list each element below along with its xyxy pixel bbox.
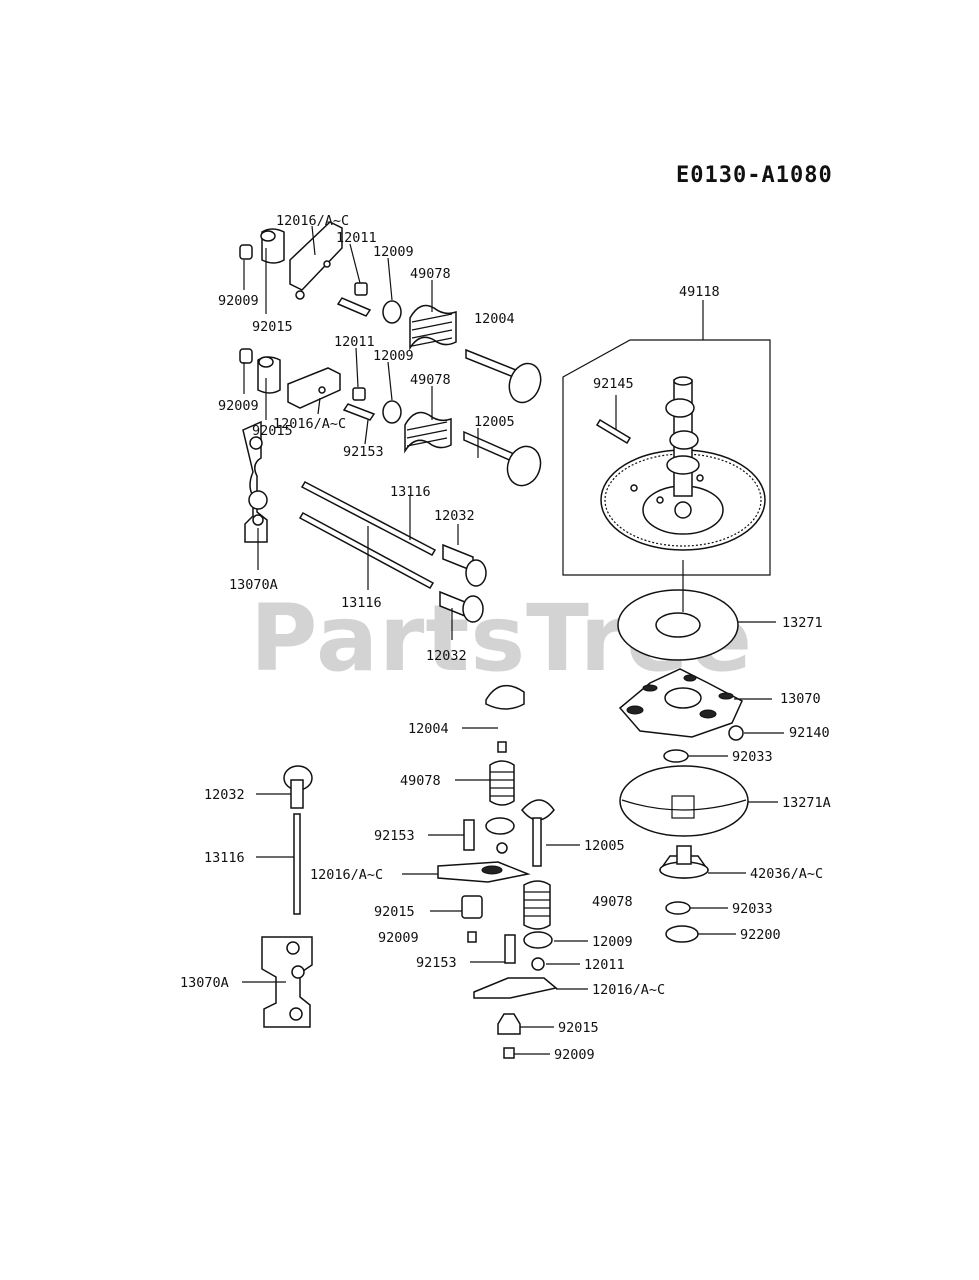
valve-12005-lower — [521, 799, 555, 867]
rocker-arm-12016-lower-b — [473, 977, 558, 999]
label-12011-low: 12011 — [584, 957, 625, 973]
label-49078-mid: 49078 — [410, 372, 451, 388]
rocker-stud-92153-lower-b — [504, 934, 516, 964]
intake-valve-upper — [463, 430, 542, 487]
pivot-12011-lower-a — [496, 842, 508, 854]
seal-12009-lower-a — [485, 817, 515, 835]
governor-gear-42036 — [658, 845, 710, 879]
label-92009-top: 92009 — [218, 293, 259, 309]
label-12016-mid: 12016/A~C — [273, 416, 346, 432]
rocker-stud-92153 — [463, 819, 475, 851]
label-92140: 92140 — [789, 725, 830, 741]
label-12032-left: 12032 — [204, 787, 245, 803]
tappet-left-12032 — [283, 765, 313, 809]
push-rod-left-13116 — [293, 813, 301, 915]
label-92145: 92145 — [593, 376, 634, 392]
label-13271A: 13271A — [782, 795, 831, 811]
valve-key — [497, 741, 507, 753]
breather-plate-lower — [261, 936, 313, 1028]
breather-plate-upper — [242, 420, 268, 543]
label-12009-low: 12009 — [592, 934, 633, 950]
label-12009-mid: 12009 — [373, 348, 414, 364]
adjust-nut-92015-lower-b — [497, 1013, 521, 1035]
label-13116-left: 13116 — [204, 850, 245, 866]
label-92200: 92200 — [740, 927, 781, 943]
label-13116-mid: 13116 — [341, 595, 382, 611]
camshaft-gear — [600, 449, 766, 551]
label-13070: 13070 — [780, 691, 821, 707]
push-rods-upper — [298, 481, 487, 623]
label-12032-top: 12032 — [434, 508, 475, 524]
camshaft — [665, 376, 700, 497]
label-12005-low: 12005 — [584, 838, 625, 854]
label-13271: 13271 — [782, 615, 823, 631]
valve-spring-lower — [489, 760, 515, 806]
label-12011-mid: 12011 — [334, 334, 375, 350]
valve-spring-middle — [404, 411, 452, 454]
circlip-92033-b — [665, 901, 691, 915]
label-12032-mid: 12032 — [426, 648, 467, 664]
diagram-code: E0130-A1080 — [676, 163, 833, 188]
label-49078-top: 49078 — [410, 266, 451, 282]
screw-92009-lower-a — [467, 931, 477, 943]
governor-cup-13271A — [619, 765, 749, 837]
label-92153-low2: 92153 — [416, 955, 457, 971]
screw-92009-lower-b — [503, 1047, 515, 1059]
label-92015-low: 92015 — [374, 904, 415, 920]
label-92009-low: 92009 — [378, 930, 419, 946]
valve-retainer-12004 — [485, 684, 525, 710]
label-92009-mid: 92009 — [218, 398, 259, 414]
exhaust-valve-upper — [465, 348, 542, 404]
label-92009-low2: 92009 — [554, 1047, 595, 1063]
circlip-92033-a — [663, 749, 689, 763]
part-labels: 12016/A~C 12011 12009 49078 92009 92015 … — [180, 213, 831, 1063]
label-49118: 49118 — [679, 284, 720, 300]
ball-92140 — [728, 725, 744, 741]
label-12004-low: 12004 — [408, 721, 449, 737]
label-12011-top: 12011 — [336, 230, 377, 246]
label-49078-low: 49078 — [400, 773, 441, 789]
label-12016-top: 12016/A~C — [276, 213, 349, 229]
pivot-12011-lower-b — [531, 957, 545, 971]
rocker-arm-12016-lower-a — [437, 861, 531, 883]
adjust-nut-92015-lower-a — [461, 895, 483, 919]
label-92015-top: 92015 — [252, 319, 293, 335]
label-92153-top: 92153 — [343, 444, 384, 460]
valve-spring-lower-2 — [523, 880, 551, 930]
valve-spring-upper — [409, 304, 457, 351]
label-13116-top: 13116 — [390, 484, 431, 500]
seal-12009-lower-b — [523, 931, 553, 949]
washer-13271 — [617, 589, 739, 661]
label-12004-top: 12004 — [474, 311, 515, 327]
governor-weight-13070 — [618, 668, 743, 738]
label-92033-b: 92033 — [732, 901, 773, 917]
label-92153-low: 92153 — [374, 828, 415, 844]
label-92033-a: 92033 — [732, 749, 773, 765]
label-13070A-left: 13070A — [180, 975, 229, 991]
label-12016-low2: 12016/A~C — [592, 982, 665, 998]
leader-lines — [242, 225, 784, 1055]
label-12009-top: 12009 — [373, 244, 414, 260]
label-13070A-top: 13070A — [229, 577, 278, 593]
camshaft-box — [562, 300, 771, 576]
label-92015-low2: 92015 — [558, 1020, 599, 1036]
label-12016-low: 12016/A~C — [310, 867, 383, 883]
rocker-assembly-lower — [239, 348, 542, 487]
tappet-upper-1 — [442, 543, 487, 587]
label-12005-top: 12005 — [474, 414, 515, 430]
rocker-assembly-upper — [239, 221, 542, 404]
tappet-upper-2 — [439, 590, 484, 623]
washer-92200 — [665, 925, 699, 943]
label-42036: 42036/A~C — [750, 866, 823, 882]
label-49078-low2: 49078 — [592, 894, 633, 910]
label-92015-mid: 92015 — [252, 423, 293, 439]
